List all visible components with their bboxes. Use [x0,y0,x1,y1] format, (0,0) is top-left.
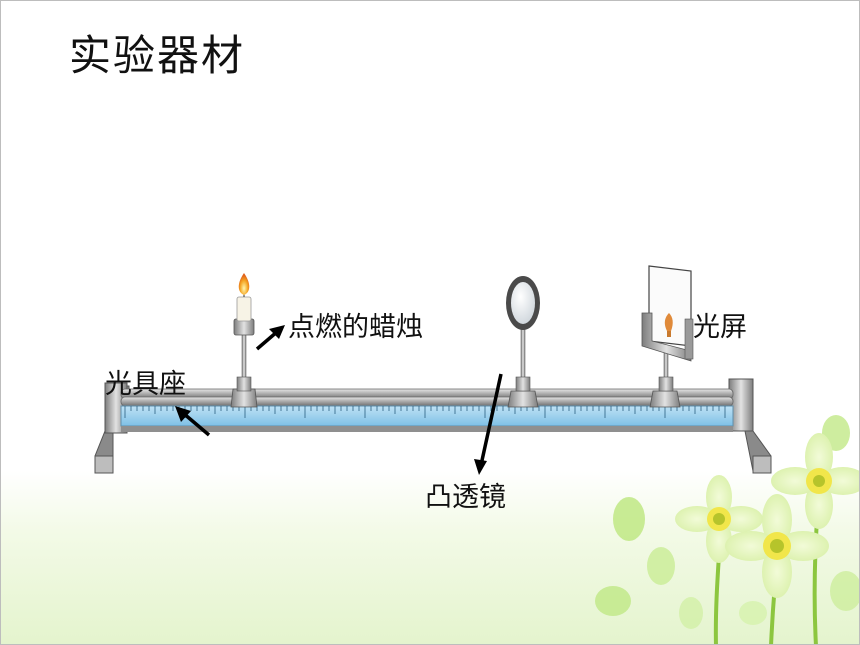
bench-arrow [181,411,211,437]
bench-label: 光具座 [105,369,186,400]
slide-title: 实验器材 [69,31,246,80]
light-screen [641,265,694,408]
convex-lens [506,276,540,408]
daffodil-decoration [595,415,859,644]
candle [230,273,258,408]
candle-label: 点燃的蜡烛 [288,312,423,343]
lens-arrow [479,373,503,466]
lens-label: 凸透镜 [425,482,506,513]
screen-label: 光屏 [693,312,747,343]
pointer-arrows [175,325,503,475]
optical-bench [94,378,772,474]
